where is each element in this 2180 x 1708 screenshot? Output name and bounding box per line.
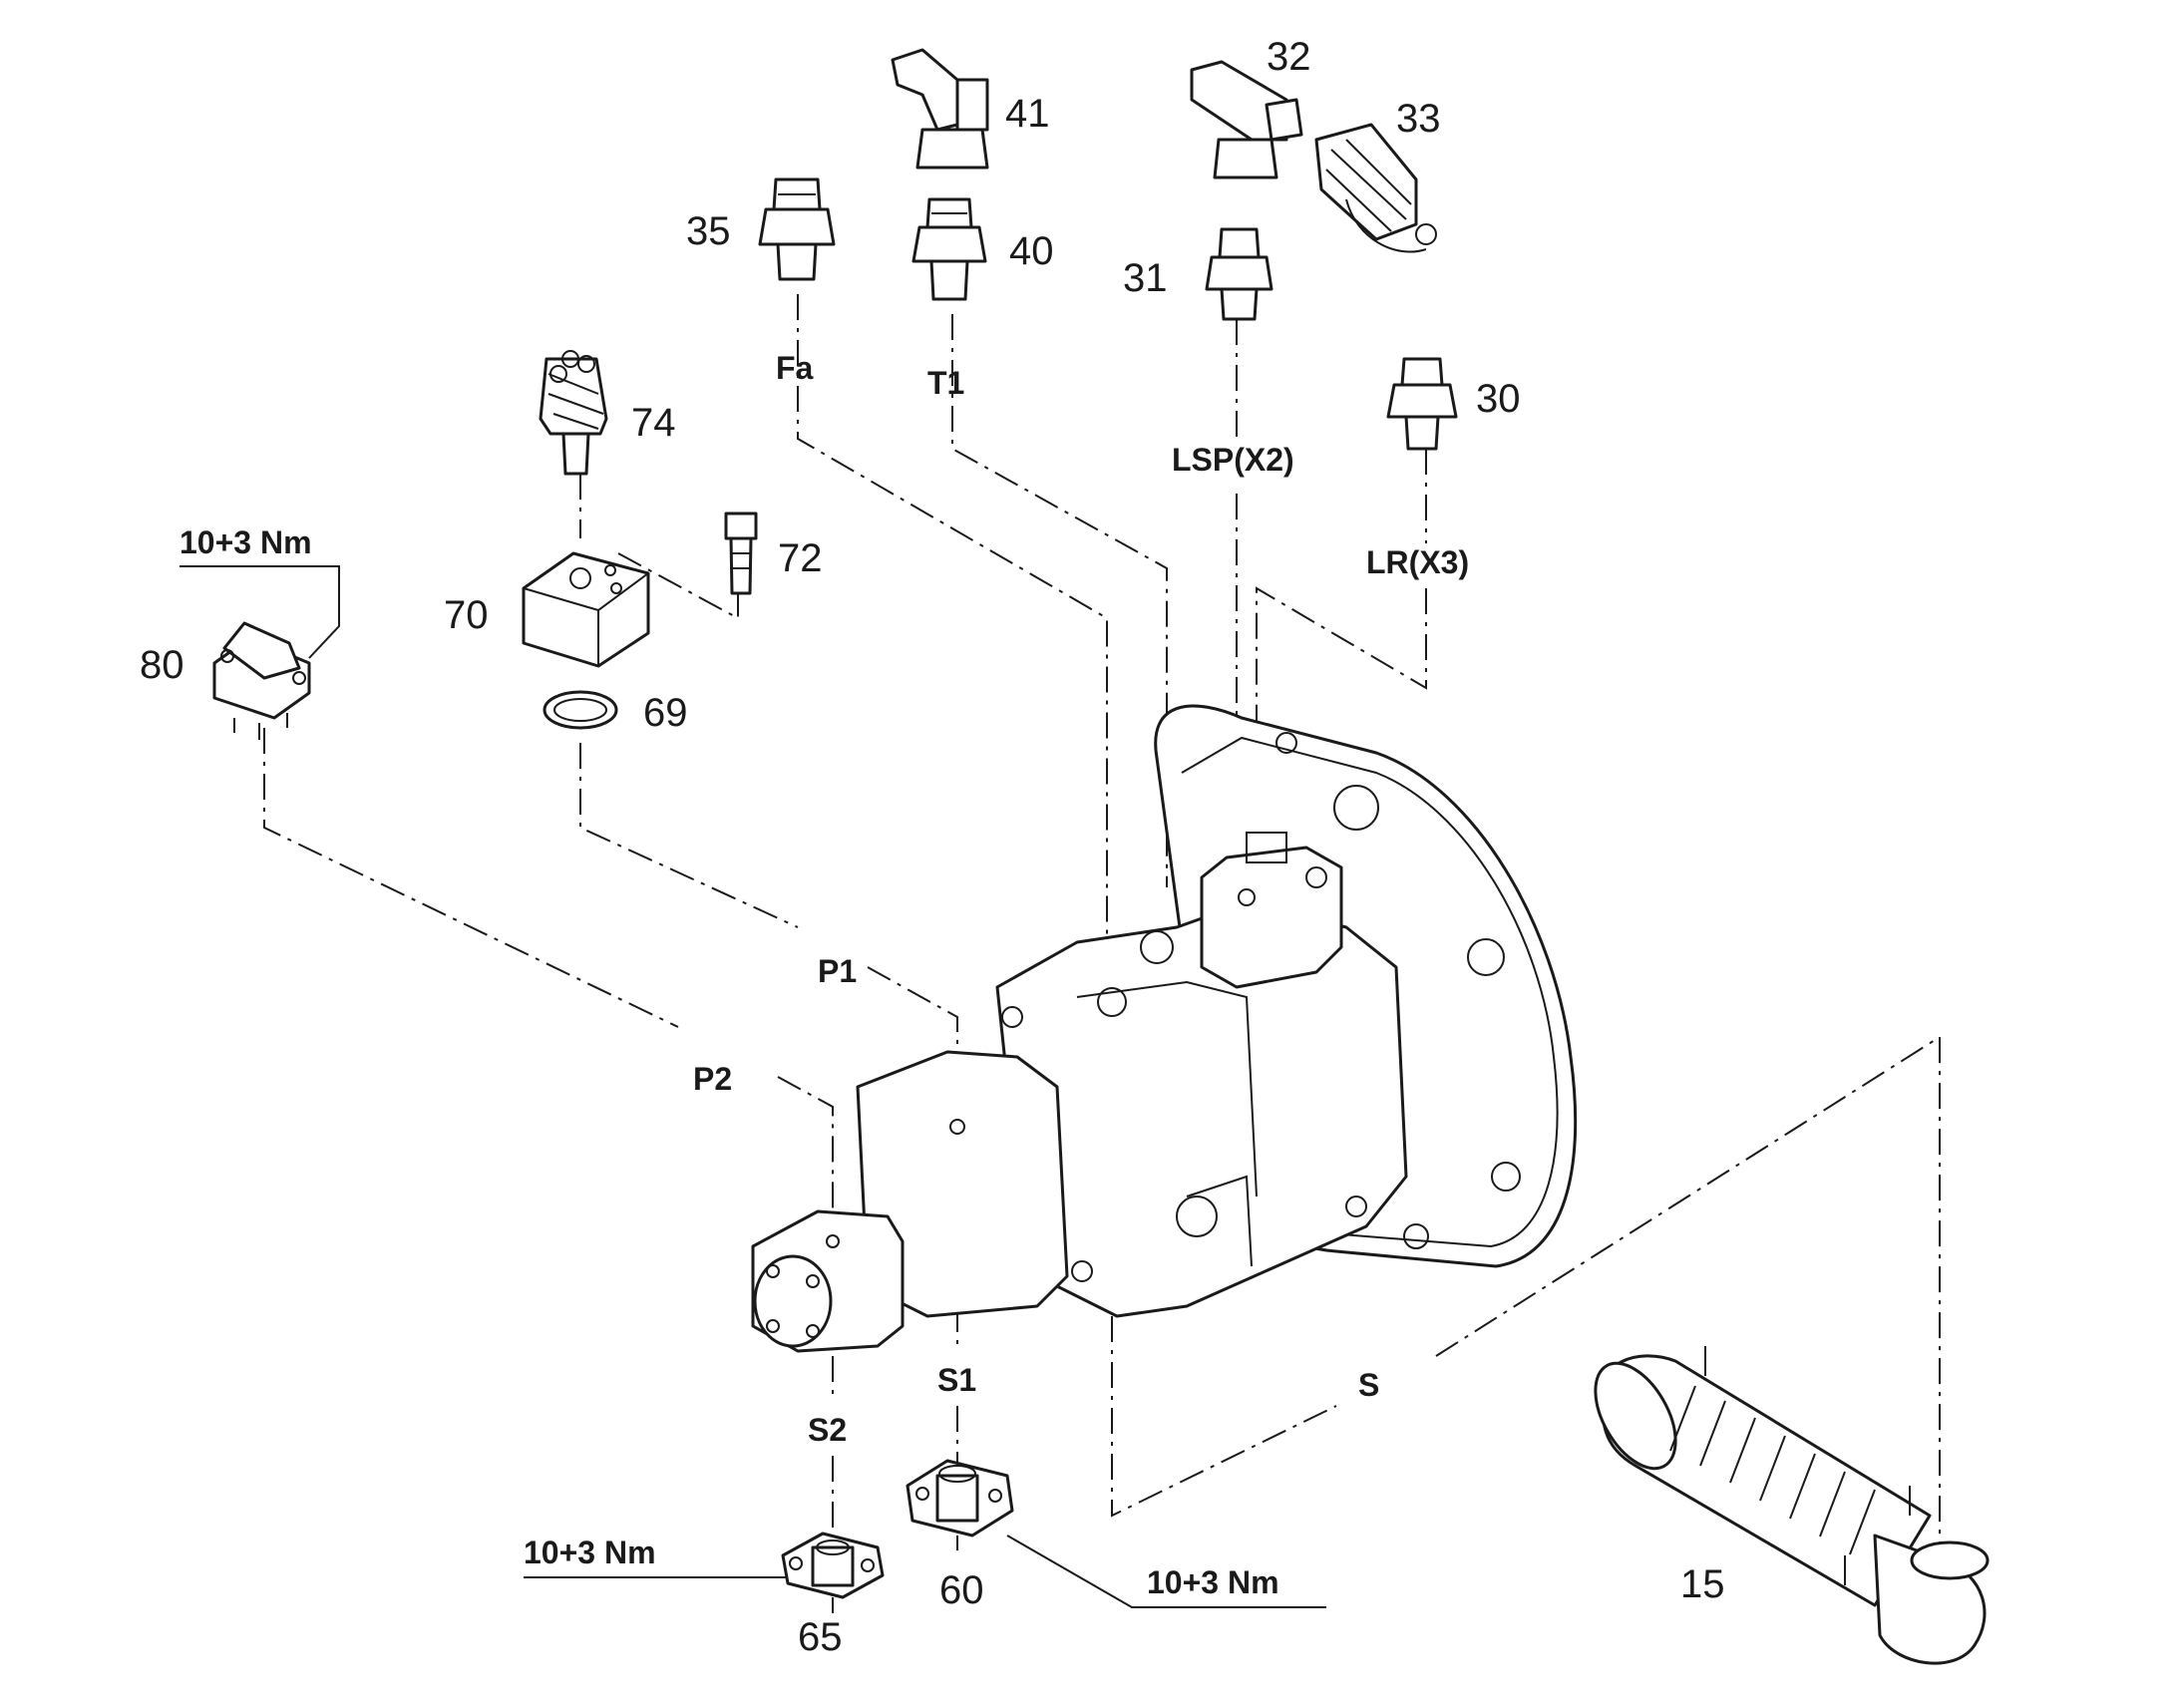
front-flange-bolt-4 bbox=[806, 1324, 820, 1338]
fitting-30 bbox=[1386, 357, 1458, 451]
front-flange-bolt-2 bbox=[806, 1274, 820, 1288]
port-label-p2: P2 bbox=[693, 1061, 732, 1097]
part-number-15: 15 bbox=[1680, 1562, 1725, 1606]
front-pump-port bbox=[826, 1234, 840, 1248]
housing-boss-5 bbox=[1403, 1223, 1429, 1249]
quick-coupling-33 bbox=[1314, 123, 1437, 253]
main-pump-bolt-2 bbox=[1071, 1260, 1093, 1282]
part-number-40: 40 bbox=[1009, 229, 1054, 273]
part-number-69: 69 bbox=[643, 691, 688, 735]
tee-fitting-32 bbox=[1190, 60, 1303, 179]
housing-boss-1 bbox=[1333, 785, 1379, 831]
front-flange-bolt-3 bbox=[766, 1319, 780, 1333]
main-pump-assembly bbox=[751, 704, 1578, 1353]
main-pump-detail-2 bbox=[1186, 1175, 1253, 1267]
flange-65 bbox=[781, 1532, 885, 1613]
housing-boss-4 bbox=[1275, 732, 1297, 754]
torque-label-flange-80: 10+3 Nm bbox=[180, 524, 312, 560]
torque-label-flange-60: 10+3 Nm bbox=[1147, 1564, 1279, 1600]
port-label-lr: LR(X3) bbox=[1366, 544, 1469, 580]
control-valve-port-2 bbox=[1238, 888, 1256, 906]
control-valve-stack bbox=[1246, 832, 1287, 863]
front-flange-bolt-1 bbox=[766, 1264, 780, 1278]
main-pump-port-3 bbox=[1140, 930, 1174, 964]
part-number-41: 41 bbox=[1005, 92, 1050, 136]
main-pump-bolt-3 bbox=[1345, 1196, 1367, 1217]
main-pump-port-2 bbox=[1176, 1196, 1218, 1237]
part-number-74: 74 bbox=[631, 401, 676, 445]
part-number-30: 30 bbox=[1476, 377, 1521, 421]
part-number-32: 32 bbox=[1267, 35, 1311, 79]
part-number-60: 60 bbox=[939, 1568, 984, 1612]
part-number-33: 33 bbox=[1396, 97, 1441, 141]
housing-boss-3 bbox=[1491, 1162, 1521, 1192]
suction-hose-15 bbox=[1594, 1346, 1990, 1665]
main-pump-detail-1 bbox=[1076, 980, 1258, 1197]
torque-label-flange-65: 10+3 Nm bbox=[524, 1535, 656, 1570]
fitting-35 bbox=[758, 177, 836, 281]
mid-pump-port bbox=[949, 1119, 965, 1135]
control-valve-port-1 bbox=[1305, 866, 1327, 888]
quick-coupling-74 bbox=[539, 350, 608, 476]
port-label-t1: T1 bbox=[927, 365, 964, 401]
part-number-35: 35 bbox=[686, 209, 731, 253]
flange-80 bbox=[212, 621, 311, 740]
fitting-31 bbox=[1205, 227, 1273, 321]
housing-boss-2 bbox=[1467, 938, 1505, 976]
port-label-s1: S1 bbox=[937, 1362, 976, 1398]
line-s bbox=[1111, 1035, 1941, 1565]
port-label-s2: S2 bbox=[808, 1412, 847, 1448]
control-valve-block bbox=[1200, 846, 1343, 989]
fitting-40 bbox=[911, 197, 987, 301]
part-number-70: 70 bbox=[444, 593, 489, 637]
line-sensor-72 bbox=[617, 552, 739, 620]
line-fa bbox=[797, 294, 1108, 957]
block-70 bbox=[522, 551, 650, 668]
line-p2 bbox=[263, 728, 834, 1221]
torque-leaders bbox=[180, 565, 1326, 1608]
part-number-80: 80 bbox=[140, 643, 184, 687]
line-t1 bbox=[951, 314, 1168, 887]
port-label-p1: P1 bbox=[818, 953, 857, 989]
port-labels: Fa T1 LSP(X2) LR(X3) P1 P2 S S1 S2 bbox=[693, 350, 1469, 1448]
o-ring-69 bbox=[543, 690, 618, 730]
leader-torque-80 bbox=[180, 565, 340, 659]
screw-72 bbox=[724, 512, 758, 595]
leader-torque-60 bbox=[1006, 1535, 1326, 1608]
part-number-65: 65 bbox=[798, 1615, 843, 1659]
torque-labels: 10+3 Nm 10+3 Nm 10+3 Nm bbox=[180, 524, 1279, 1600]
main-pump-bolt-1 bbox=[1001, 1006, 1023, 1028]
port-label-s: S bbox=[1358, 1367, 1379, 1403]
port-label-fa: Fa bbox=[776, 350, 814, 386]
front-flange bbox=[753, 1254, 833, 1348]
flange-60 bbox=[906, 1459, 1014, 1550]
part-number-31: 31 bbox=[1123, 256, 1168, 300]
line-p1 bbox=[579, 743, 958, 1132]
part-number-labels: 15 30 31 32 33 35 40 41 60 65 69 70 72 7… bbox=[140, 35, 1725, 1659]
flywheel-housing-rim bbox=[1181, 736, 1559, 1248]
main-pump-port-1 bbox=[1097, 987, 1127, 1017]
part-number-72: 72 bbox=[778, 536, 823, 580]
port-label-lsp: LSP(X2) bbox=[1172, 442, 1294, 478]
elbow-fitting-41 bbox=[891, 48, 989, 170]
